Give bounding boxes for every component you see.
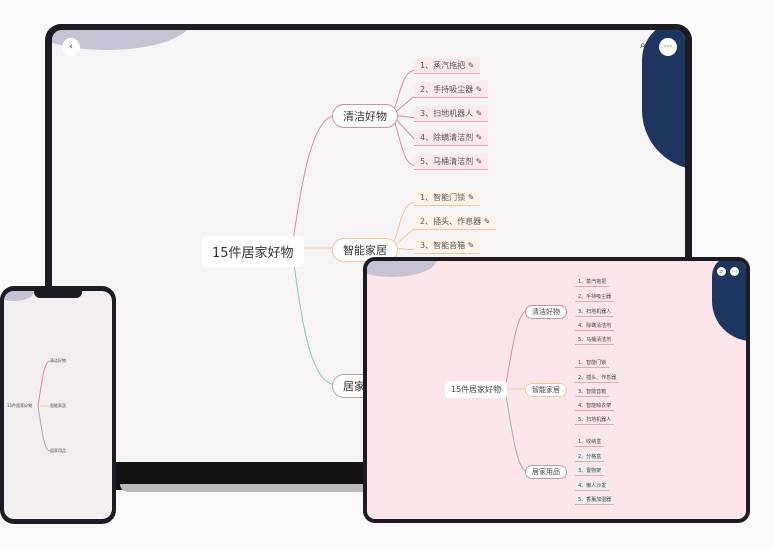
root-node[interactable]: 15件居家好物 (202, 236, 304, 267)
leaf-node[interactable]: 3、置物架 (575, 466, 605, 476)
branch-lines (37, 360, 51, 452)
leaf-node[interactable]: 2、插头、作息器 (575, 373, 620, 383)
leaf-node[interactable]: 5、马桶清洁剂 ✎ (414, 154, 489, 170)
leaf-node[interactable]: 2、手持吸尘器 ✎ (414, 82, 489, 98)
leaf-node[interactable]: 1、智能门锁 (575, 358, 610, 368)
root-node[interactable]: 15件居家好物 (7, 403, 33, 408)
branch-lines (504, 310, 528, 472)
category-node[interactable]: 清洁好物 (332, 104, 398, 128)
tablet-device: ⌕ ⋯ 15件居家好物 清洁好物 智能家居 居家用品 1、蒸汽拖把 2、手持吸尘… (363, 257, 750, 523)
leaf-label: 2、手持吸尘器 (420, 85, 474, 94)
leaf-node[interactable]: 1、蒸汽拖把 ✎ (414, 58, 481, 74)
search-button[interactable]: ⌕ (717, 267, 726, 276)
more-button[interactable]: ⋯ (730, 267, 739, 276)
leaf-label: 3、智能音箱 (420, 241, 466, 250)
pencil-icon: ✎ (475, 157, 483, 166)
leaf-node[interactable]: 4、除螨清洁剂 ✎ (414, 130, 489, 146)
leaf-node[interactable]: 3、智能音箱 (575, 387, 610, 397)
leaf-label: 1、智能门锁 (420, 193, 466, 202)
leaf-node[interactable]: 5、香薰加湿器 (575, 495, 615, 505)
pencil-icon: ✎ (475, 85, 483, 94)
leaf-node[interactable]: 1、收纳盒 (575, 437, 605, 447)
more-button[interactable]: ⋯ (659, 38, 677, 56)
category-node[interactable]: 清洁好物 (525, 305, 567, 319)
pencil-icon: ✎ (467, 193, 475, 202)
leaf-label: 2、插头、作息器 (420, 217, 482, 226)
leaf-node[interactable]: 5、马桶清洁剂 (575, 335, 615, 345)
leaf-node[interactable]: 4、除螨清洁剂 (575, 321, 615, 331)
decor-blob (4, 291, 34, 301)
leaf-node[interactable]: 3、扫地机器人 ✎ (414, 106, 489, 122)
pencil-icon: ✎ (467, 61, 475, 70)
leaf-node[interactable]: 3、扫地机器人 (575, 307, 615, 317)
leaf-node[interactable]: 1、蒸汽拖把 (575, 277, 610, 287)
leaf-node[interactable]: 3、智能音箱 ✎ (414, 238, 481, 254)
leaf-label: 1、蒸汽拖把 (420, 61, 466, 70)
leaf-label: 5、马桶清洁剂 (420, 157, 474, 166)
leaf-label: 3、扫地机器人 (420, 109, 474, 118)
root-node[interactable]: 15件居家好物 (445, 381, 508, 398)
leaf-node[interactable]: 5、扫地机器人 (575, 415, 615, 425)
category-node[interactable]: 清洁好物 (50, 358, 66, 363)
phone-device: 15件居家好物 清洁好物 智能家居 居家用品 (0, 286, 116, 524)
category-node[interactable]: 智能家居 (332, 238, 398, 262)
decor-blob (367, 261, 437, 277)
category-node[interactable]: 居家用品 (50, 448, 66, 453)
leaf-node[interactable]: 2、手持吸尘器 (575, 292, 615, 302)
category-node[interactable]: 智能家居 (50, 403, 66, 408)
pencil-icon: ✎ (475, 109, 483, 118)
pencil-icon: ✎ (483, 217, 491, 226)
phone-notch (34, 291, 82, 298)
leaf-node[interactable]: 2、插头、作息器 ✎ (414, 214, 497, 230)
laptop-device: ‹ ⋯ ⌕ 15件居家好物 清洁好物 智能家居 居家用品 1、蒸汽拖把 ✎ 2、… (45, 24, 692, 466)
leaf-node[interactable]: 2、分格盒 (575, 452, 605, 462)
pencil-icon: ✎ (475, 133, 483, 142)
leaf-label: 4、除螨清洁剂 (420, 133, 474, 142)
leaf-node[interactable]: 4、懒人沙发 (575, 481, 610, 491)
back-button[interactable]: ‹ (62, 38, 80, 56)
search-icon[interactable]: ⌕ (640, 40, 646, 51)
phone-screen: 15件居家好物 清洁好物 智能家居 居家用品 (4, 291, 112, 519)
category-node[interactable]: 智能家居 (525, 383, 567, 397)
category-node[interactable]: 居家用品 (525, 465, 567, 479)
pencil-icon: ✎ (467, 241, 475, 250)
leaf-node[interactable]: 1、智能门锁 ✎ (414, 190, 481, 206)
tablet-screen: ⌕ ⋯ 15件居家好物 清洁好物 智能家居 居家用品 1、蒸汽拖把 2、手持吸尘… (367, 261, 746, 519)
leaf-node[interactable]: 4、智能晾衣架 (575, 401, 615, 411)
